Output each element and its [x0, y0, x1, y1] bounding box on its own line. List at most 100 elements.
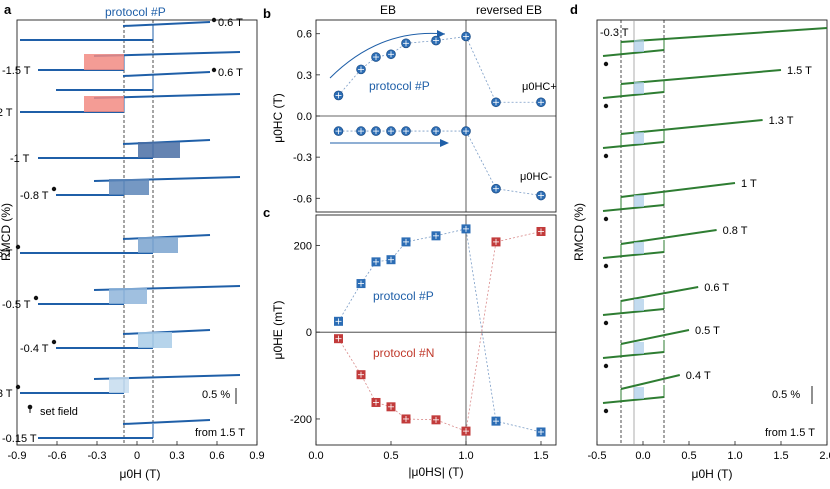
panel-a-scale-label: 0.5 % [202, 389, 230, 401]
set-field-marker-icon [603, 408, 609, 414]
panel-d-curve-lower [602, 204, 665, 212]
panel-c-ylabel: μ0HE (mT) [271, 301, 285, 360]
panel-d: d RMCD (%) μ0H (T) -0.50.00.51.01.52.0 -… [570, 2, 830, 481]
panel-d-curve-upper [620, 27, 828, 43]
panel-c-frame [315, 214, 557, 446]
panel-d-curve-label: 0.5 T [695, 325, 720, 337]
panel-d-ylabel: RMCD (%) [572, 203, 586, 261]
panel-a-hysteresis-fill [109, 377, 129, 393]
panel-b-ytick-label: -0.6 [293, 193, 312, 205]
panel-c-series-line [338, 228, 542, 433]
panel-b-ytick-label: -0.3 [293, 152, 312, 164]
panel-d-top-label: -0.3 T [600, 27, 629, 39]
panel-c-xlabel: |μ0HS| (T) [408, 465, 463, 479]
set-field-marker-icon [603, 363, 609, 369]
panel-d-curve-label: 0.8 T [723, 225, 748, 237]
panel-a-xtick-label: 0 [134, 450, 140, 462]
panel-d-curve-upper [620, 374, 681, 390]
set-field-marker-icon [211, 67, 217, 73]
panel-d-xtick-label: 0.5 [681, 450, 696, 462]
panel-d-xtick-label: 1.0 [727, 450, 742, 462]
panel-d-from-label: from 1.5 T [765, 427, 815, 439]
panel-a-curve-label: -1.5 T [2, 65, 31, 77]
panel-a-from-label: from 1.5 T [195, 427, 245, 439]
panel-d-xticks: -0.50.00.51.01.52.0 [588, 441, 830, 462]
panel-a-curve-label: -1.2 T [0, 107, 13, 119]
panel-d-label: d [570, 2, 578, 17]
panel-d-hysteresis-fill [634, 195, 644, 207]
panel-b-hc-plus-label: μ0HC+ [522, 81, 557, 93]
set-field-marker-icon [33, 295, 39, 301]
panel-d-curve-lower [602, 351, 665, 359]
panel-d-xtick-label: 2.0 [819, 450, 830, 462]
panel-b-curved-arrow [329, 32, 446, 79]
panel-c-xtick-label: 1.5 [533, 450, 548, 462]
panel-a-xtick-label: 0.3 [169, 450, 184, 462]
panel-d-curve-upper [620, 182, 736, 198]
panel-d-xtick-label: -0.5 [588, 450, 607, 462]
panel-d-hysteresis-fill [634, 387, 644, 399]
panel-d-xtick-label: 1.5 [773, 450, 788, 462]
panel-d-curve-lower [602, 396, 665, 404]
panel-a-xtick-label: -0.3 [88, 450, 107, 462]
panel-c-ytick-label: 0 [306, 327, 312, 339]
panel-d-curve-upper [620, 119, 763, 135]
panel-a-hysteresis-fill [138, 237, 178, 253]
panel-d-hysteresis-fill [634, 132, 644, 144]
panel-b-ytick-label: 0.3 [297, 70, 312, 82]
panel-c-ytick-label: 200 [294, 240, 312, 252]
panel-a-xtick-label: 0.6 [209, 450, 224, 462]
panel-a-label: a [4, 2, 12, 17]
panel-b-hc-minus-label: μ0HC- [520, 171, 552, 183]
panel-d-hysteresis-fill [634, 242, 644, 254]
panel-b-ylabel: μ0HC (T) [271, 93, 285, 143]
panel-d-curve-upper [620, 329, 690, 345]
panel-b-ytick-label: 0.6 [297, 29, 312, 41]
panel-d-curve-lower [602, 91, 665, 99]
panel-a-hysteresis-fill [138, 332, 172, 348]
panel-d-curve-label: 1.3 T [769, 115, 794, 127]
panel-c-xtick-label: 1.0 [458, 450, 473, 462]
panel-d-curve-label: 0.6 T [704, 282, 729, 294]
panel-d-curve-lower [602, 141, 665, 149]
panel-a-curve-label: -1 T [10, 153, 30, 165]
set-field-marker-icon [603, 320, 609, 326]
panel-c-marks [334, 224, 546, 437]
panel-a-hysteresis-fill [84, 96, 124, 112]
panel-c-protocol-p-label: protocol #P [373, 289, 434, 303]
panel-a-ylabel: RMCD (%) [0, 203, 13, 261]
panel-d-hysteresis-fill [634, 82, 644, 94]
panel-d-curve-lower [602, 49, 665, 57]
set-field-marker-icon [51, 339, 57, 345]
panel-a-xlabel: μ0H (T) [120, 467, 161, 481]
set-field-marker-icon [603, 216, 609, 222]
panel-d-curve-label: 1.5 T [787, 65, 812, 77]
panel-a-curve-label: 0.6 T [218, 67, 243, 79]
panel-a-hysteresis-fill [109, 288, 147, 304]
panel-b: b 0.60.30.0-0.3-0.6 EB reversed EB μ0HC … [263, 3, 557, 213]
panel-b-label: b [263, 6, 271, 21]
set-field-marker-icon [603, 153, 609, 159]
panel-a-curve-label: -0.4 T [20, 343, 49, 355]
panel-b-curved-arrow-head [437, 30, 445, 38]
panel-a-curve-upper [122, 21, 211, 27]
panel-b-series-line [338, 130, 542, 196]
set-field-marker-icon [603, 263, 609, 269]
panel-a-curve-label: -0.15 T [2, 433, 37, 445]
panel-a-hysteresis-fill [84, 54, 124, 70]
panel-a-title: protocol #P [105, 5, 166, 19]
panel-a-hysteresis-fill [138, 142, 180, 158]
panel-d-curve-lower [602, 308, 665, 316]
panel-d-curve-label: 0.4 T [686, 370, 711, 382]
panel-d-curve-label: 1 T [741, 178, 757, 190]
panel-a-curves: 0.6 T-1.5 T0.6 T-1.2 T-1 T-0.8 T-0.6 T-0… [0, 17, 243, 445]
set-field-marker-icon [15, 384, 21, 390]
panel-a-curve-label: -0.6 T [0, 248, 13, 260]
panel-d-curve-upper [620, 69, 782, 85]
panel-b-region-eb: EB [380, 3, 396, 17]
panel-a-xtick-label: -0.9 [8, 450, 27, 462]
panel-a-legend-label: set field [40, 406, 78, 418]
